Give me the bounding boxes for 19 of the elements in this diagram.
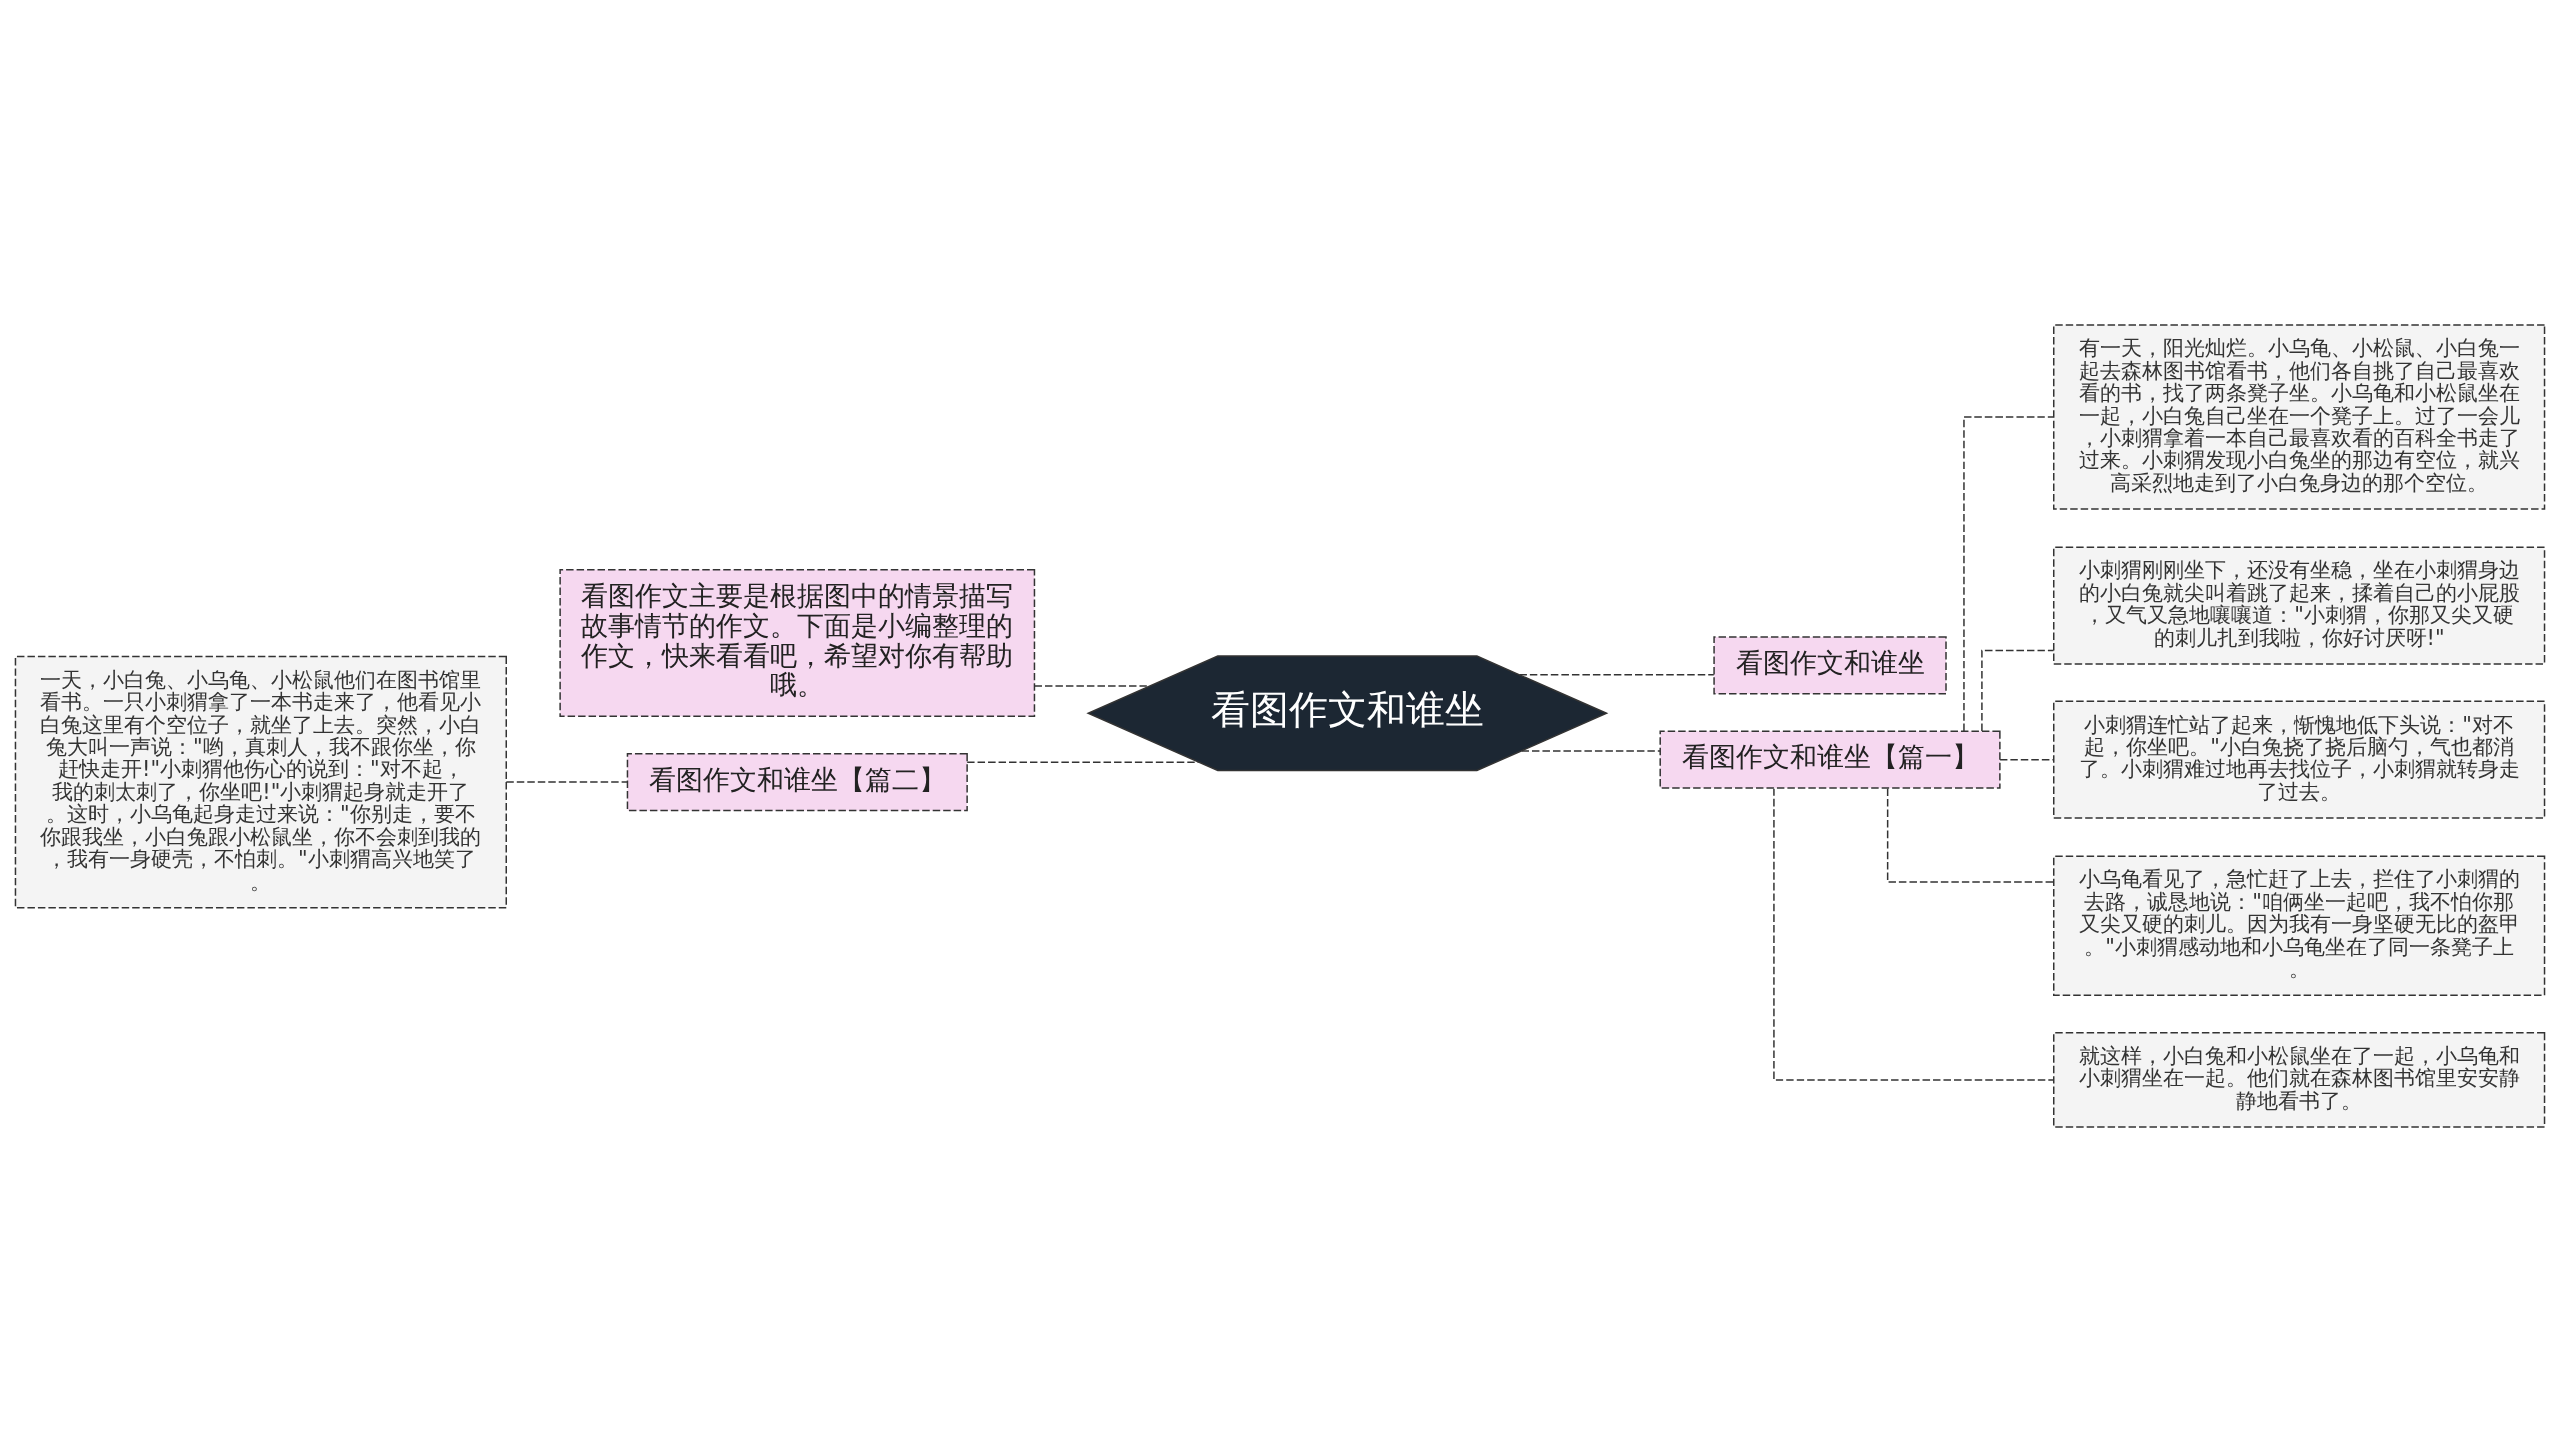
node-box: 就这样，小白兔和小松鼠坐在了一起，小乌龟和小刺猬坐在一起。他们就在森林图书馆里安安静静地看书了。 [2053,1031,2546,1128]
connector [966,760,1200,763]
node-box: 一天，小白兔、小乌龟、小松鼠他们在图书馆里看书。一只小刺猬拿了一本书走来了，他看见小白兔这里有个空位子，就坐了上去。突然，小白兔大叫一声说："哟，真刺人，我不跟你坐，你赶快走开!"小刺猬他伤心的说到："对不起，我的刺太刺了，你坐吧!"小刺猬起身就走开了。这时，小乌龟起身走过来说："你别走，要不你跟我坐，小白兔跟小松鼠坐，你不会刺到我的，我有一身硬壳，不怕刺。"小刺猬高兴地笑了。 [14,655,507,909]
connector [1886,787,2054,883]
node-box: 看图作文和谁坐【篇二】 [626,752,968,811]
connector [505,780,628,783]
node-box: 小刺猬刚刚坐下，还没有坐稳，坐在小刺猬身边的小白兔就尖叫着跳了起来，揉着自己的小屁股，又气又急地嚷嚷道："小刺猬，你那又尖又硬的刺儿扎到我啦，你好讨厌呀!" [2053,545,2546,665]
connector [1520,749,1661,752]
connector [1999,758,2055,760]
node-box: 小乌龟看见了，急忙赶了上去，拦住了小刺猬的去路，诚恳地说："咱俩坐一起吧，我不怕你那又尖又硬的刺儿。因为我有一身坚硬无比的盔甲。"小刺猬感动地和小乌龟坐在了同一条凳子上。 [2053,854,2546,996]
connector [1518,673,1715,676]
connector [1963,415,2055,732]
node-box: 有一天，阳光灿烂。小乌龟、小松鼠、小白兔一起去森林图书馆看书，他们各自挑了自己最喜欢看的书，找了两条凳子坐。小乌龟和小松鼠坐在一起，小白兔自己坐在一个凳子上。过了一会儿，小刺猬拿着一本自己最喜欢看的百科全书走了过来。小刺猬发现小白兔坐的那边有空位，就兴高采烈地走到了小白兔身边的那个空位。 [2053,323,2546,510]
node-box: 看图作文和谁坐 [1713,635,1947,695]
node-box: 看图作文主要是根据图中的情景描写故事情节的作文。下面是小编整理的作文，快来看看吧，希望对你有帮助哦。 [559,568,1036,717]
connector [1981,649,2055,732]
node-box: 看图作文和谁坐【篇一】 [1659,730,2001,789]
connector [1773,787,2055,1081]
node-box: 小刺猬连忙站了起来，惭愧地低下头说："对不起，你坐吧。"小白兔挠了挠后脑勺，气也都消了。小刺猬难过地再去找位子，小刺猬就转身走了过去。 [2053,700,2546,819]
